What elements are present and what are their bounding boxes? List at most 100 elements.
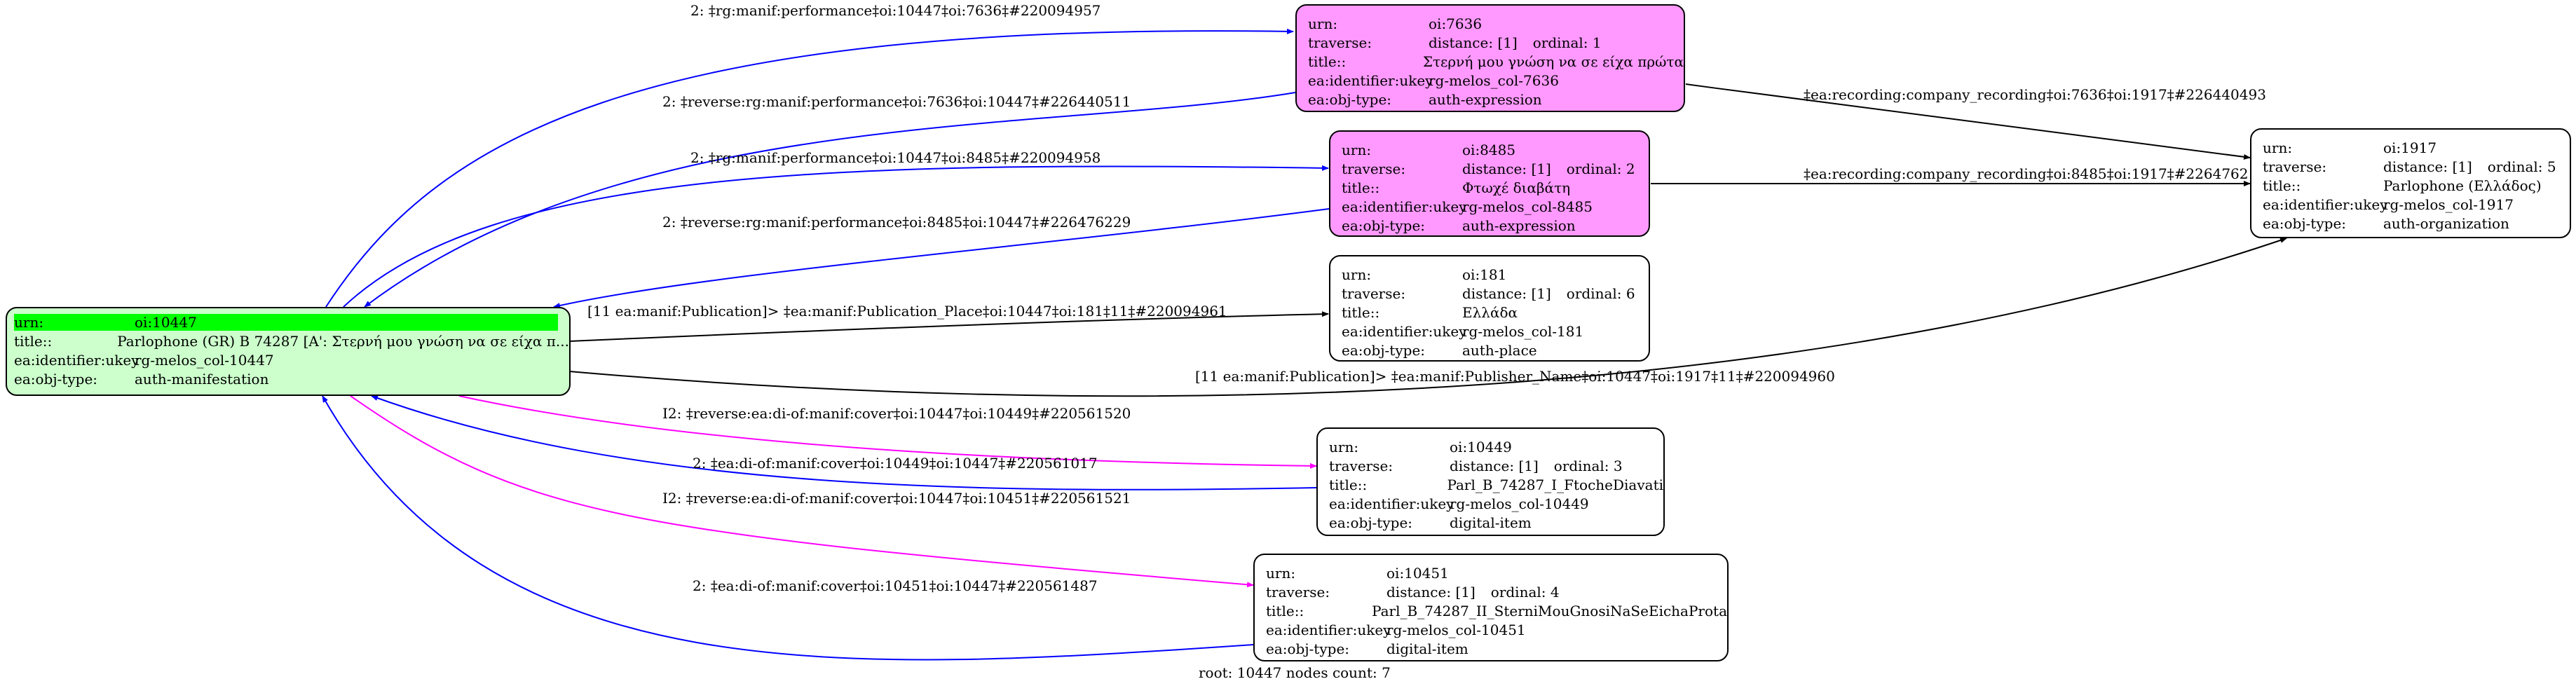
edge-label-publisher-name: [11 ea:manif:Publication]> ‡ea:manif:Pub…: [1195, 368, 1835, 385]
field-row-title: title::Parlophone (Ελλάδος): [2263, 176, 2570, 195]
field-row-urn: urn:oi:10449: [1329, 437, 1663, 456]
node-place-181[interactable]: urn:oi:181 traverse:distance: [1]ordinal…: [1329, 255, 1650, 362]
field-key-objtype: ea:obj-type:: [1342, 341, 1426, 359]
field-value-ukey: rg-melos_col-8485: [1462, 198, 1593, 215]
field-value-title: Parlophone (Ελλάδος): [2383, 177, 2542, 194]
field-key-ukey: ea:identifier:ukey: [1266, 621, 1391, 638]
field-key-traverse: traverse:: [2263, 158, 2327, 175]
field-value-distance: distance: [1]: [1450, 457, 1539, 474]
field-key-title: title::: [1329, 476, 1368, 493]
field-value-title: Parl_B_74287_II_SterniMouGnosiNaSeEichaP…: [1372, 602, 1727, 619]
field-row-title: title::Στερνή μου γνώση να σε είχα πρώτα: [1308, 52, 1684, 71]
edge-label-reverse-cover-10451: I2: ‡reverse:ea:di-of:manif:cover‡oi:104…: [662, 490, 1131, 507]
edge-label-cover-10451: 2: ‡ea:di-of:manif:cover‡oi:10451‡oi:104…: [693, 577, 1098, 594]
field-row-objtype: ea:obj-type:auth-organization: [2263, 214, 2570, 233]
edge-label-reverse-cover-10449: I2: ‡reverse:ea:di-of:manif:cover‡oi:104…: [662, 405, 1131, 422]
field-value-objtype: auth-place: [1462, 341, 1537, 359]
field-row-traverse: traverse:distance: [1]ordinal: 2: [1342, 159, 1649, 178]
field-value-objtype: digital-item: [1386, 640, 1468, 657]
field-value-title: Parlophone (GR) B 74287 [A': Στερνή μου …: [117, 332, 569, 350]
field-row-traverse: traverse:distance: [1]ordinal: 5: [2263, 157, 2570, 176]
field-key-ukey: ea:identifier:ukey: [1342, 322, 1467, 340]
field-key-urn: urn:: [1329, 438, 1359, 455]
field-row-urn: urn: oi:10447: [14, 313, 569, 331]
field-row-title: title:: Parlophone (GR) B 74287 [A': Στε…: [14, 331, 569, 350]
field-value-distance: distance: [1]: [1462, 160, 1551, 177]
field-value-objtype: auth-organization: [2383, 214, 2509, 232]
field-row-title: title::Φτωχέ διαβάτη: [1342, 178, 1649, 197]
field-value-title: Ελλάδα: [1462, 303, 1518, 321]
field-key-urn: urn:: [1266, 564, 1296, 582]
field-key-objtype: ea:obj-type:: [1329, 514, 1413, 531]
edge-label-reverse-performance-7636: 2: ‡reverse:rg:manif:performance‡oi:7636…: [662, 93, 1131, 110]
graph-footer: root: 10447 nodes count: 7: [1199, 664, 1391, 681]
edge-label-performance-7636: 2: ‡rg:manif:performance‡oi:10447‡oi:763…: [690, 2, 1100, 19]
field-row-traverse: traverse:distance: [1]ordinal: 4: [1266, 582, 1727, 601]
field-value-ukey: rg-melos_col-10447: [135, 351, 274, 369]
node-expression-8485[interactable]: urn: oi:8485 traverse:distance: [1]ordina…: [1329, 130, 1650, 237]
field-row-title: title::Ελλάδα: [1342, 303, 1649, 322]
field-row-ukey: ea:identifier:ukey rg-melos_col-10447: [14, 350, 569, 369]
field-key-traverse: traverse:: [1329, 457, 1393, 474]
edge-performance-7636: [325, 28, 1294, 308]
field-row-urn: urn: oi:10451: [1266, 563, 1727, 582]
field-key-title: title::: [2263, 177, 2301, 194]
edge-publication-place: [568, 311, 1329, 342]
field-key-ukey: ea:identifier:ukey: [14, 351, 139, 369]
field-value-ordinal: ordinal: 4: [1490, 583, 1560, 601]
field-value-objtype: digital-item: [1450, 514, 1532, 531]
field-value-ordinal: ordinal: 1: [1532, 34, 1602, 51]
field-row-objtype: ea:obj-type: digital-item: [1266, 639, 1727, 658]
field-row-objtype: ea:obj-type:auth-expression: [1308, 90, 1684, 109]
field-value-ordinal: ordinal: 5: [2487, 158, 2556, 175]
field-value-ukey: rg-melos_col-10451: [1386, 621, 1526, 638]
field-value-distance: distance: [1]: [1386, 583, 1476, 601]
field-key-urn: urn:: [1342, 266, 1372, 283]
field-row-objtype: ea:obj-type: digital-item: [1329, 513, 1663, 532]
field-row-urn: urn:oi:181: [1342, 265, 1649, 284]
field-value-urn: oi:10451: [1386, 564, 1449, 582]
field-value-title: Στερνή μου γνώση να σε είχα πρώτα: [1422, 53, 1684, 70]
node-manifestation-10447[interactable]: urn: oi:10447 title:: Parlophone (GR) B …: [6, 307, 571, 396]
field-row-title: title::Parl_B_74287_II_SterniMouGnosiNaS…: [1266, 601, 1727, 620]
edge-reverse-cover-10451: [350, 395, 1254, 588]
field-key-objtype: ea:obj-type:: [1266, 640, 1350, 657]
field-value-ukey: rg-melos_col-10449: [1450, 495, 1589, 512]
field-value-distance: distance: [1]: [1429, 34, 1518, 51]
node-expression-7636[interactable]: urn:oi:7636 traverse:distance: [1]ordina…: [1295, 4, 1685, 112]
field-key-ukey: ea:identifier:ukey: [1308, 71, 1433, 89]
field-value-urn: oi:8485: [1462, 141, 1516, 158]
field-key-urn: urn:: [1342, 141, 1372, 158]
field-row-traverse: traverse:distance: [1]ordinal: 6: [1342, 284, 1649, 303]
field-key-urn: urn:: [2263, 139, 2293, 156]
field-value-urn: oi:10447: [135, 313, 558, 331]
field-key-urn: urn:: [1308, 15, 1338, 32]
field-key-objtype: ea:obj-type:: [14, 370, 98, 387]
field-key-title: title::: [1342, 179, 1380, 196]
field-row-urn: urn:oi:1917: [2263, 138, 2570, 157]
field-value-ukey: rg-melos_col-1917: [2383, 195, 2514, 213]
field-row-objtype: ea:obj-type: auth-place: [1342, 341, 1649, 359]
node-digital-item-10449[interactable]: urn:oi:10449 traverse:distance: [1]ordin…: [1316, 427, 1665, 536]
node-organization-1917[interactable]: urn:oi:1917 traverse:distance: [1]ordina…: [2250, 128, 2571, 238]
field-row-traverse: traverse:distance: [1]ordinal: 3: [1329, 456, 1663, 475]
field-key-traverse: traverse:: [1342, 284, 1406, 302]
field-key-urn: urn:: [14, 313, 135, 331]
field-key-ukey: ea:identifier:ukey: [2263, 195, 2388, 213]
field-value-ukey: rg-melos_col-181: [1462, 322, 1584, 340]
field-key-title: title::: [1308, 53, 1347, 70]
field-value-objtype: auth-manifestation: [135, 370, 269, 387]
edge-label-company-recording-8485: ‡ea:recording:company_recording‡oi:8485‡…: [1804, 165, 2266, 182]
field-row-traverse: traverse: distance: [1] ordinal: 1: [1308, 33, 1684, 52]
field-key-objtype: ea:obj-type:: [1342, 217, 1426, 234]
edge-reverse-cover-10449: [458, 395, 1317, 469]
field-key-title: title::: [1342, 303, 1380, 321]
node-digital-item-10451[interactable]: urn:oi:10451 traverse:distance: [1]ordin…: [1253, 554, 1729, 661]
field-key-traverse: traverse:: [1308, 34, 1372, 51]
field-row-urn: urn: oi:8485: [1342, 140, 1649, 159]
edge-label-performance-8485: 2: ‡rg:manif:performance‡oi:10447‡oi:848…: [690, 149, 1100, 166]
